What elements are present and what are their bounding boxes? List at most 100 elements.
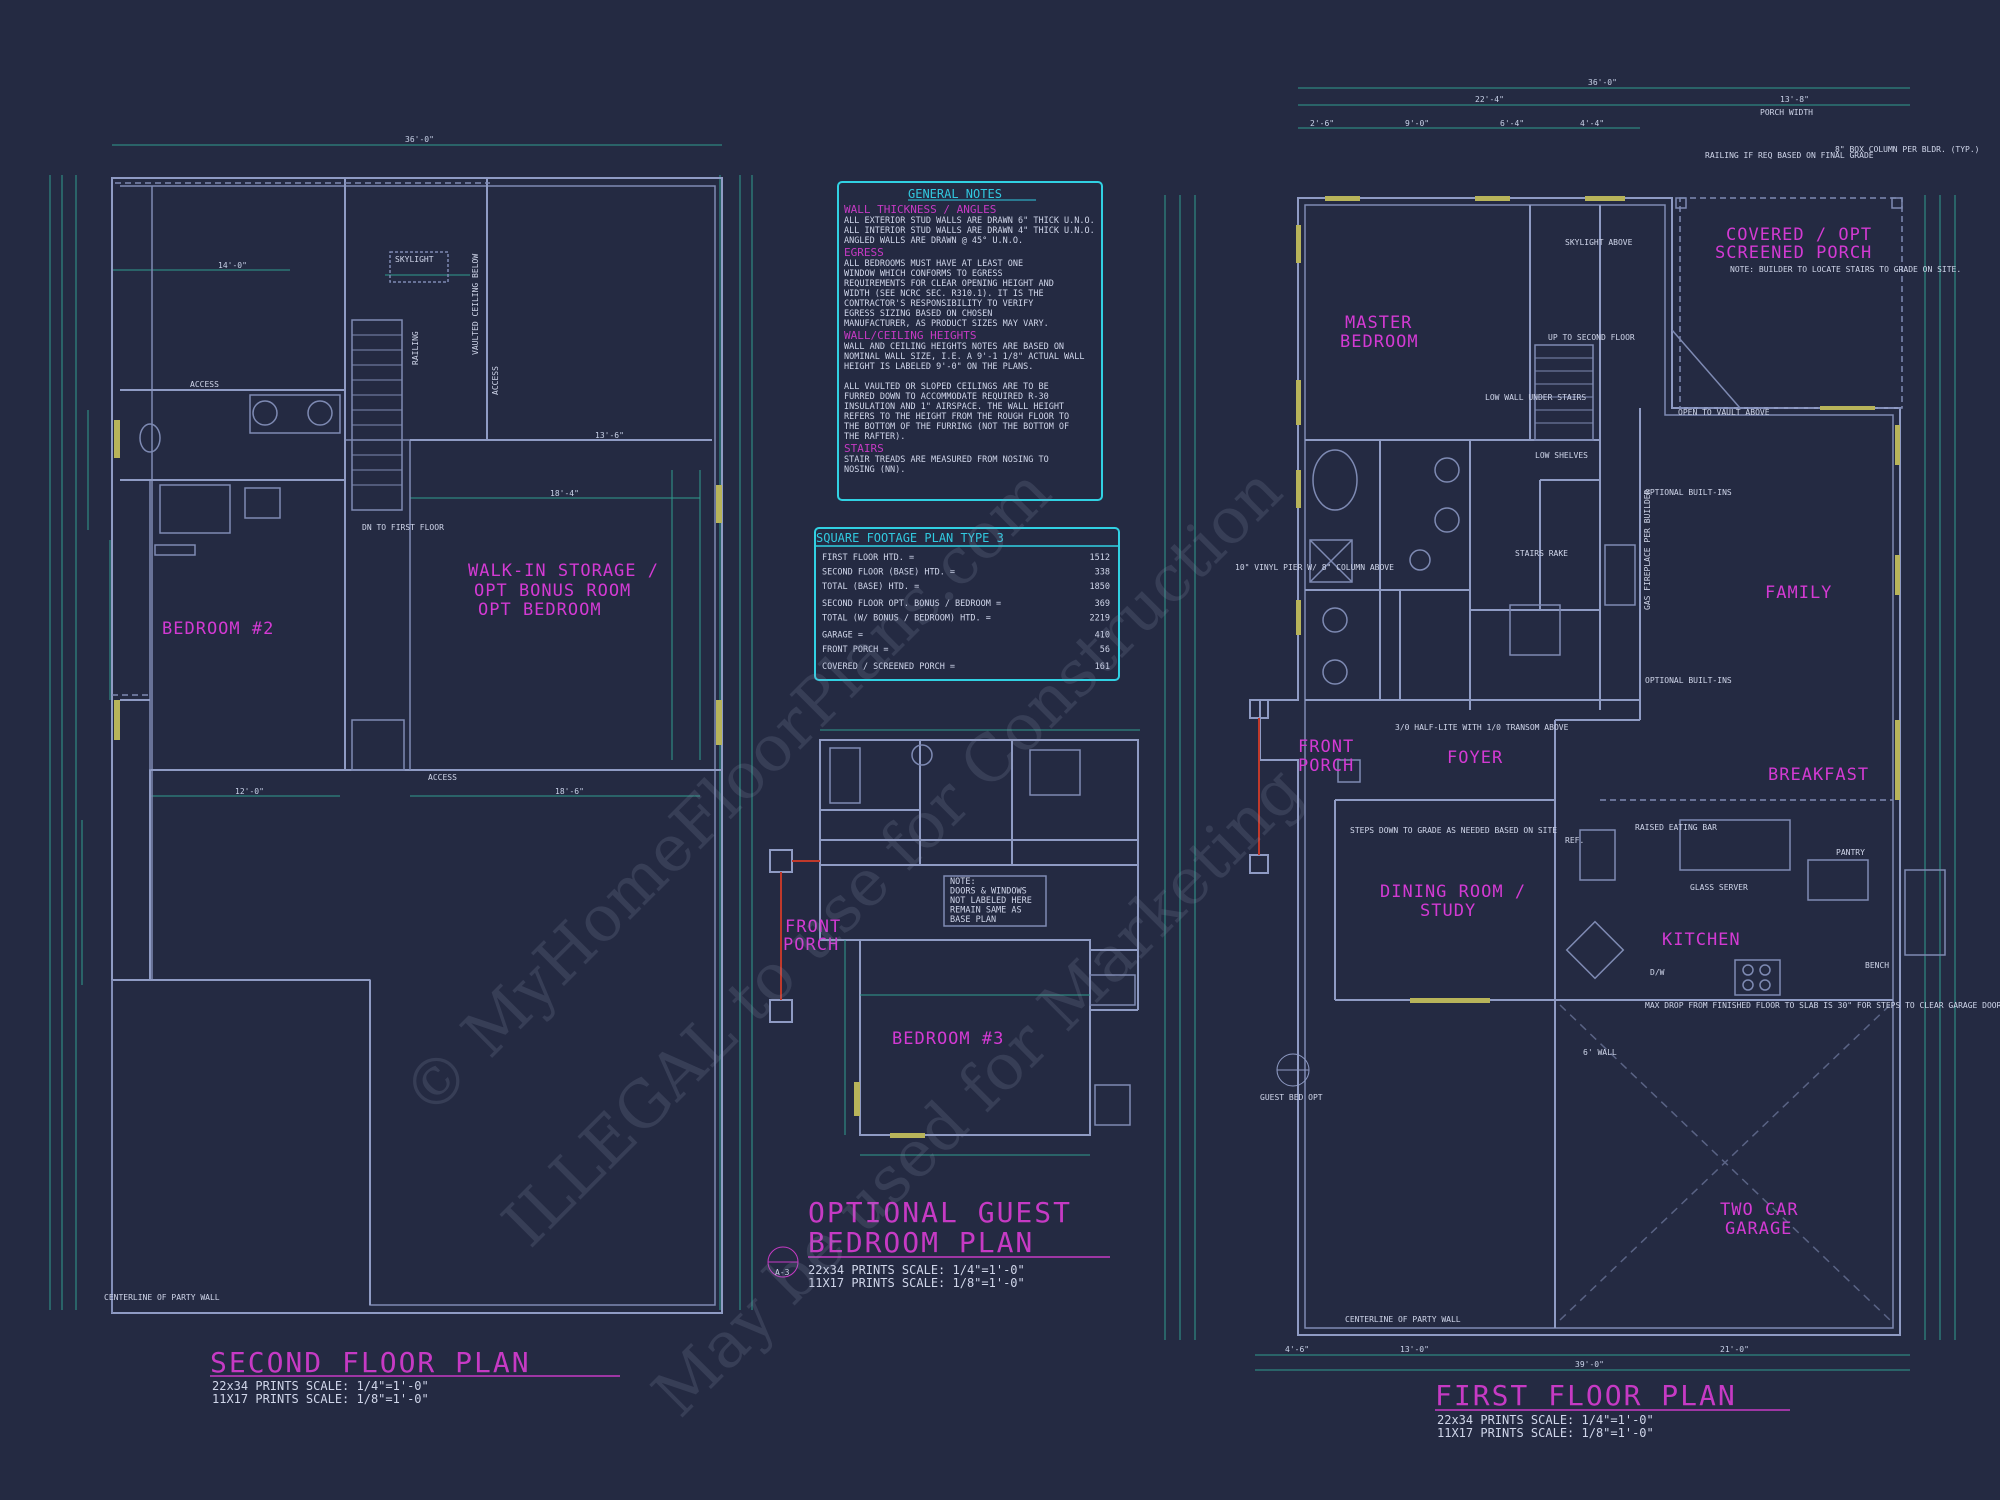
notes-line-3-0: STAIR TREADS ARE MEASURED FROM NOSING TO — [844, 455, 1049, 465]
notes-section-head-3: STAIRS — [844, 442, 884, 455]
guest-note-line-2: NOT LABELED HERE — [950, 896, 1032, 906]
notes-line-2-7: REFERS TO THE HEIGHT FROM THE ROUGH FLOO… — [844, 412, 1069, 422]
first-dim-26: 2'-6" — [1310, 119, 1334, 128]
guest-plan-title-2: BEDROOM PLAN — [808, 1226, 1034, 1259]
vaulted-ceiling-label: VAULTED CEILING BELOW — [471, 254, 480, 355]
notes-section-head-2: WALL/CEILING HEIGHTS — [844, 329, 976, 342]
label-raised-bar: RAISED EATING BAR — [1635, 823, 1717, 832]
notes-line-1-1: WINDOW WHICH CONFORMS TO EGRESS — [844, 269, 1003, 279]
label-pantry: PANTRY — [1836, 848, 1865, 857]
guest-note-line-1: DOORS & WINDOWS — [950, 887, 1027, 897]
room-master-2: BEDROOM — [1340, 332, 1419, 352]
guest-porch-label-2: PORCH — [783, 935, 839, 955]
room-covered-porch-1: COVERED / OPT — [1726, 225, 1872, 245]
second-floor-scale-1: 22x34 PRINTS SCALE: 1/4"=1'-0" — [212, 1379, 429, 1393]
label-railing: RAILING IF REQ BASED ON FINAL GRADE — [1705, 151, 1874, 160]
second-dim-184: 18'-4" — [550, 489, 579, 498]
label-box-column: 8" BOX COLUMN PER BLDR. (TYP.) — [1835, 145, 1980, 154]
label-fireplace: GAS FIREPLACE PER BUILDER — [1643, 489, 1652, 610]
first-floor-scale-1: 22x34 PRINTS SCALE: 1/4"=1'-0" — [1437, 1413, 1654, 1427]
first-floor-scale-2: 11X17 PRINTS SCALE: 1/8"=1'-0" — [1437, 1426, 1654, 1440]
label-half-wall: 6' WALL — [1583, 1048, 1617, 1057]
sqft-label-3: SECOND FLOOR OPT. BONUS / BEDROOM = — [822, 599, 1001, 609]
guest-note-line-4: BASE PLAN — [950, 915, 996, 925]
sqft-label-7: COVERED / SCREENED PORCH = — [822, 662, 955, 672]
room-dining-1: DINING ROOM / — [1380, 882, 1526, 902]
notes-line-0-0: ALL EXTERIOR STUD WALLS ARE DRAWN 6" THI… — [844, 216, 1095, 226]
notes-line-2-1: NOMINAL WALL SIZE, I.E. A 9'-1 1/8" ACTU… — [844, 352, 1085, 362]
notes-line-2-2: HEIGHT IS LABELED 9'-0" ON THE PLANS. — [844, 362, 1033, 372]
label-low-wall: LOW WALL UNDER STAIRS — [1485, 393, 1586, 402]
notes-line-1-4: CONTRACTOR'S RESPONSIBILITY TO VERIFY — [844, 299, 1033, 309]
guest-plan-sheet-ref: A-3 — [775, 1268, 790, 1277]
room-kitchen: KITCHEN — [1662, 930, 1741, 950]
first-floor-plan: 36'-0" 22'-4" 13'-8" PORCH WIDTH 2'-6" 9… — [1164, 78, 2000, 1440]
second-floor-bath — [139, 394, 341, 556]
room-front-porch-1: FRONT — [1298, 737, 1354, 757]
label-transom: 3/0 HALF-LITE WITH 1/0 TRANSOM ABOVE — [1395, 723, 1569, 732]
skylight-label: SKYLIGHT — [395, 255, 434, 264]
second-floor-width-dim: 36'-0" — [405, 135, 434, 144]
sqft-value-2: 1850 — [1090, 582, 1110, 592]
guest-porch-label-1: FRONT — [785, 917, 841, 937]
sqft-label-5: GARAGE = — [822, 631, 863, 641]
general-notes-title: GENERAL NOTES — [908, 187, 1002, 201]
general-notes-box: GENERAL NOTES WALL THICKNESS / ANGLESALL… — [837, 181, 1103, 501]
label-garage-note: MAX DROP FROM FINISHED FLOOR TO SLAB IS … — [1645, 1001, 2000, 1010]
first-dim-bot3: 39'-0" — [1575, 1360, 1604, 1369]
notes-line-1-2: REQUIREMENTS FOR CLEAR OPENING HEIGHT AN… — [844, 279, 1054, 289]
notes-line-2-4: ALL VAULTED OR SLOPED CEILINGS ARE TO BE — [844, 382, 1049, 392]
room-family: FAMILY — [1765, 583, 1832, 603]
notes-line-1-3: WIDTH (SEE NCRC SEC. R310.1). IT IS THE — [844, 289, 1044, 299]
notes-line-3-1: NOSING (NN). — [844, 465, 905, 475]
guest-plan-scale-1: 22x34 PRINTS SCALE: 1/4"=1'-0" — [808, 1263, 1025, 1277]
square-footage-box: SQUARE FOOTAGE PLAN TYPE 3 FIRST FLOOR H… — [814, 527, 1120, 681]
notes-line-2-5: FURRED DOWN TO ACCOMMODATE REQUIRED R-30 — [844, 392, 1049, 402]
first-dim-64: 6'-4" — [1500, 119, 1524, 128]
second-dim-14: 14'-0" — [218, 261, 247, 270]
label-low-shelves: LOW SHELVES — [1535, 451, 1588, 460]
label-bench: BENCH — [1865, 961, 1889, 970]
room-covered-porch-2: SCREENED PORCH — [1715, 243, 1872, 263]
room-garage-1: TWO CAR — [1720, 1200, 1799, 1220]
second-floor-scale-2: 11X17 PRINTS SCALE: 1/8"=1'-0" — [212, 1392, 429, 1406]
label-vinyl-pier: 10" VINYL PIER W/ 8" COLUMN ABOVE — [1235, 563, 1394, 572]
sqft-value-6: 56 — [1100, 645, 1110, 655]
notes-line-0-2: ANGLED WALLS ARE DRAWN @ 45° U.N.O. — [844, 236, 1023, 246]
sqft-label-4: TOTAL (W/ BONUS / BEDROOM) HTD. = — [822, 614, 991, 624]
room-bonus-room: OPT BONUS ROOM — [474, 581, 631, 601]
first-width-dim: 36'-0" — [1588, 78, 1617, 87]
sqft-label-2: TOTAL (BASE) HTD. = — [822, 582, 919, 592]
label-up-stairs: UP TO SECOND FLOOR — [1548, 333, 1635, 342]
watermark-line-3: May be used for Marketing — [639, 753, 1317, 1431]
access-label-2: ACCESS — [428, 773, 457, 782]
room-garage-2: GARAGE — [1725, 1219, 1792, 1239]
porch-width-label: PORCH WIDTH — [1760, 108, 1813, 117]
first-dim-44: 4'-4" — [1580, 119, 1604, 128]
notes-line-0-1: ALL INTERIOR STUD WALLS ARE DRAWN 4" THI… — [844, 226, 1095, 236]
sqft-label-0: FIRST FLOOR HTD. = — [822, 553, 914, 563]
second-dim-120: 12'-0" — [235, 787, 264, 796]
notes-line-2-9: THE RAFTER). — [844, 432, 905, 442]
second-dim-136: 13'-6" — [595, 431, 624, 440]
label-stairs-rake: STAIRS RAKE — [1515, 549, 1568, 558]
label-builtins-2: OPTIONAL BUILT-INS — [1645, 676, 1732, 685]
notes-section-head-1: EGRESS — [844, 246, 884, 259]
sqft-value-0: 1512 — [1090, 553, 1110, 563]
sqft-value-7: 161 — [1095, 662, 1110, 672]
label-ref: REF. — [1565, 836, 1584, 845]
label-dw: D/W — [1650, 968, 1665, 977]
label-glass-server: GLASS SERVER — [1690, 883, 1748, 892]
first-dim-46: 4'-6" — [1285, 1345, 1309, 1354]
label-centerline: CENTERLINE OF PARTY WALL — [1345, 1315, 1461, 1324]
room-opt-bedroom: OPT BEDROOM — [478, 600, 602, 620]
guest-note-line-0: NOTE: — [950, 877, 976, 887]
second-floor-title: SECOND FLOOR PLAN — [210, 1346, 531, 1379]
label-builder-note: NOTE: BUILDER TO LOCATE STAIRS TO GRADE … — [1730, 265, 1961, 274]
room-master-1: MASTER — [1345, 313, 1412, 333]
room-front-porch-2: PORCH — [1298, 756, 1354, 776]
guest-plan-title-1: OPTIONAL GUEST — [808, 1196, 1072, 1229]
sqft-label-1: SECOND FLOOR (BASE) HTD. = — [822, 568, 955, 578]
room-breakfast: BREAKFAST — [1768, 765, 1869, 785]
